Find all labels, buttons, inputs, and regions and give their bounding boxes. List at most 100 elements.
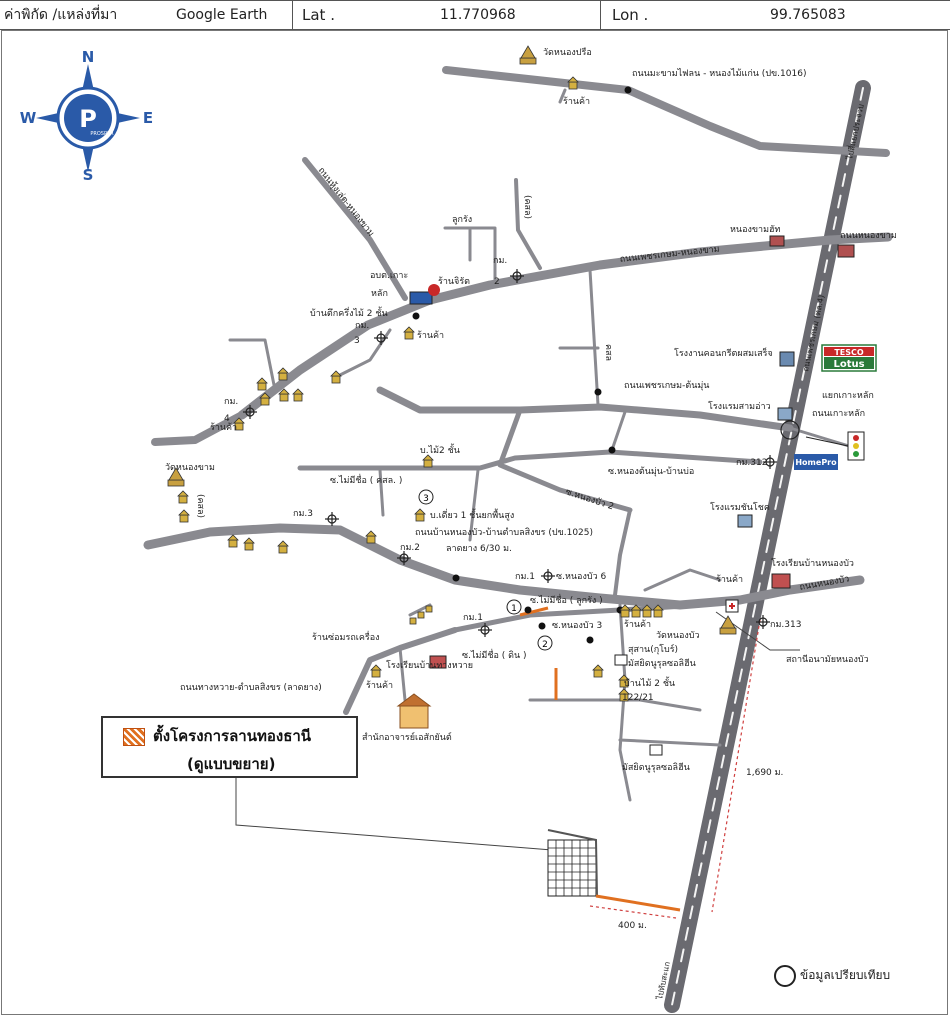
svg-text:ซ.ไม่มีชื่อ ( ลูกรัง ): ซ.ไม่มีชื่อ ( ลูกรัง ) — [530, 593, 603, 606]
project-label: ตั้งโครงการลานทองธานี — [153, 727, 312, 745]
comparison-markers: 3 1 2 — [418, 489, 553, 651]
road-network — [143, 66, 893, 1013]
svg-text:สุสาน(กุโบร์): สุสาน(กุโบร์) — [628, 643, 678, 655]
svg-text:ซ.หนองบัว 3: ซ.หนองบัว 3 — [552, 621, 602, 631]
svg-text:กม.1: กม.1 — [515, 572, 535, 582]
lat-value: 11.770968 — [440, 7, 516, 23]
comparison-label: ข้อมูลเปรียบเทียบ — [800, 968, 891, 982]
svg-text:กม.: กม. — [224, 397, 238, 407]
svg-text:ลาดยาง 6/30 ม.: ลาดยาง 6/30 ม. — [446, 544, 512, 554]
svg-text:ถนนเพชรเกษม-หนองขาม: ถนนเพชรเกษม-หนองขาม — [619, 245, 720, 265]
km-markers — [243, 269, 777, 637]
svg-text:2: 2 — [494, 277, 500, 287]
svg-text:บ.เดี่ยว 1 ชั้นยกพื้นสูง: บ.เดี่ยว 1 ชั้นยกพื้นสูง — [430, 508, 514, 521]
svg-text:โรงเรียนบ้านทางหวาย: โรงเรียนบ้านทางหวาย — [386, 660, 473, 671]
svg-text:มัสยิดนูรุลซอลิฮีน: มัสยิดนูรุลซอลิฮีน — [622, 762, 690, 773]
callout-lines — [235, 611, 800, 851]
map-dots — [412, 86, 632, 644]
svg-text:(คสล): (คสล) — [522, 195, 532, 219]
distance-arrows — [589, 619, 761, 919]
svg-text:วัดหนองปรือ: วัดหนองปรือ — [543, 47, 592, 58]
svg-text:กม.1: กม.1 — [463, 613, 483, 623]
svg-text:ร้านค้า: ร้านค้า — [210, 422, 237, 433]
building-icons: TESCO Lotus HomePro — [396, 235, 877, 756]
house-icons — [177, 76, 664, 702]
svg-text:กม.: กม. — [493, 256, 507, 266]
comparison-circle-icon — [774, 965, 796, 987]
temple-icons — [167, 45, 737, 635]
svg-text:3: 3 — [354, 336, 360, 346]
svg-text:กม.2: กม.2 — [400, 543, 420, 553]
svg-text:โรงแรมสามอ่าว: โรงแรมสามอ่าว — [708, 401, 771, 412]
svg-text:ถนนบ้านหนองบัว-บ้านตำบลสิงขร (: ถนนบ้านหนองบัว-บ้านตำบลสิงขร (ปข.1025) — [415, 527, 593, 538]
svg-text:วัดหนองบัว: วัดหนองบัว — [656, 631, 700, 641]
svg-text:P: P — [79, 105, 97, 133]
svg-text:122/21: 122/21 — [622, 693, 654, 703]
svg-text:มัสยิดนูรุลซอลิฮีน: มัสยิดนูรุลซอลิฮีน — [628, 658, 696, 669]
svg-text:ร้านจิรัต: ร้านจิรัต — [438, 276, 470, 287]
svg-text:ซ.หนองต้นมุ่น-บ้านบ่อ: ซ.หนองต้นมุ่น-บ้านบ่อ — [608, 466, 694, 477]
svg-text:1: 1 — [511, 604, 517, 614]
svg-text:S: S — [83, 166, 94, 184]
coordinates-header: ค่าพิกัด /แหล่งที่มา Google Earth Lat . … — [0, 0, 950, 30]
svg-text:โรงแรมชันโชค: โรงแรมชันโชค — [710, 502, 770, 513]
svg-text:HomePro: HomePro — [795, 458, 837, 467]
svg-text:ถนนหุ้งเล่ต-หนองขาม: ถนนหุ้งเล่ต-หนองขาม — [316, 165, 377, 239]
svg-text:2: 2 — [542, 640, 548, 650]
see-expanded-label: (ดูแบบขยาย) — [187, 755, 276, 773]
compass-rose: P PROSPER N S W E — [20, 48, 153, 184]
svg-text:ซ.หนองบัว 6: ซ.หนองบัว 6 — [556, 572, 606, 582]
svg-text:คสล: คสล — [603, 344, 613, 361]
svg-text:ร้านซ่อมรถเครื่อง: ร้านซ่อมรถเครื่อง — [312, 630, 380, 643]
svg-text:กม.: กม. — [355, 321, 369, 331]
svg-text:4: 4 — [224, 414, 230, 424]
svg-text:TESCO: TESCO — [834, 348, 864, 357]
svg-text:Lotus: Lotus — [833, 359, 864, 370]
svg-text:ร้านค้า: ร้านค้า — [366, 680, 393, 691]
svg-text:ถนนเพชรเกษม-ต้นมุ่น: ถนนเพชรเกษม-ต้นมุ่น — [624, 380, 709, 391]
map-frame — [1, 30, 948, 1015]
svg-text:หนองขามฮัท: หนองขามฮัท — [730, 225, 781, 235]
svg-text:ร้านค้า: ร้านค้า — [624, 619, 651, 630]
lat-label: Lat . — [302, 6, 335, 24]
svg-text:อบต.เกาะ: อบต.เกาะ — [370, 271, 408, 281]
svg-text:บ้านไม้ 2 ชั้น: บ้านไม้ 2 ชั้น — [624, 676, 675, 689]
source-value: Google Earth — [176, 7, 268, 23]
svg-text:400 ม.: 400 ม. — [618, 921, 647, 931]
svg-text:ร้านค้า: ร้านค้า — [563, 96, 590, 107]
svg-text:กม.3: กม.3 — [293, 509, 313, 519]
svg-text:กม.312: กม.312 — [736, 458, 767, 468]
svg-text:โรงงานคอนกรีตผสมเสร็จ: โรงงานคอนกรีตผสมเสร็จ — [674, 346, 773, 359]
project-site — [519, 606, 681, 912]
svg-text:แยกเกาะหลัก: แยกเกาะหลัก — [822, 391, 874, 401]
svg-text:PROSPER: PROSPER — [90, 131, 114, 137]
svg-text:หลัก: หลัก — [371, 289, 388, 299]
svg-text:ร้านค้า: ร้านค้า — [417, 330, 444, 341]
svg-text:วัดหนองขาม: วัดหนองขาม — [165, 463, 215, 473]
svg-text:ถนนหนองบัว: ถนนหนองบัว — [799, 574, 850, 593]
svg-text:ลูกรัง: ลูกรัง — [452, 215, 472, 225]
location-source-label: ค่าพิกัด /แหล่งที่มา — [4, 7, 118, 23]
svg-text:3: 3 — [423, 494, 429, 504]
svg-text:ถนนมะขามไฟลน - หนองไม้แก่น (ปข: ถนนมะขามไฟลน - หนองไม้แก่น (ปข.1016) — [632, 68, 806, 79]
svg-text:กม.313: กม.313 — [770, 620, 801, 630]
svg-text:บ.ไม้2 ชั้น: บ.ไม้2 ชั้น — [420, 443, 460, 456]
svg-text:ซ.หนองบัว 2: ซ.หนองบัว 2 — [564, 487, 615, 512]
svg-text:ซ.ไม่มีชื่อ ( คสล. ): ซ.ไม่มีชื่อ ( คสล. ) — [330, 473, 402, 486]
svg-text:ซ.ไม่มีชื่อ ( ดิน ): ซ.ไม่มีชื่อ ( ดิน ) — [462, 648, 526, 661]
svg-text:ถนนทางหวาย-ตำบลสิงขร (ลาดยาง): ถนนทางหวาย-ตำบลสิงขร (ลาดยาง) — [180, 682, 322, 693]
svg-text:ถนนเกาะหลัก: ถนนเกาะหลัก — [812, 409, 865, 419]
svg-text:ถนนหนองขาม: ถนนหนองขาม — [840, 231, 897, 241]
svg-text:บ้านตึกครึ่งไม้ 2 ชั้น: บ้านตึกครึ่งไม้ 2 ชั้น — [310, 306, 388, 319]
svg-text:ร้านค้า: ร้านค้า — [716, 574, 743, 585]
project-legend: ตั้งโครงการลานทองธานี (ดูแบบขยาย) — [101, 716, 358, 778]
svg-text:W: W — [20, 109, 37, 127]
svg-text:สำนักอาจารย์เอสักยันต์: สำนักอาจารย์เอสักยันต์ — [362, 731, 452, 743]
svg-text:N: N — [82, 48, 95, 66]
svg-text:(คสล): (คสล) — [195, 494, 205, 518]
svg-text:E: E — [143, 109, 153, 127]
lon-label: Lon . — [612, 6, 649, 24]
svg-text:1,690 ม.: 1,690 ม. — [746, 768, 783, 778]
svg-text:สถานีอนามัยหนองบัว: สถานีอนามัยหนองบัว — [786, 654, 869, 665]
